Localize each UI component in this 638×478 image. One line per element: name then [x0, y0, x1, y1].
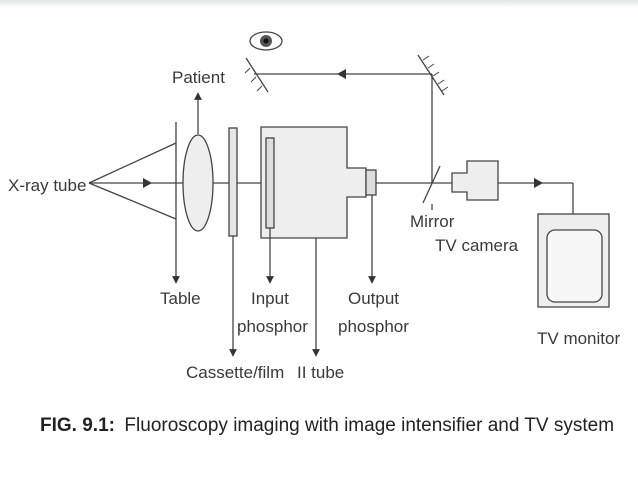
- tv-screen: [546, 229, 603, 303]
- mirror: [422, 165, 441, 204]
- ii-tube: [260, 126, 367, 239]
- camera-arrow: [534, 178, 543, 188]
- upper-mirror: [417, 54, 445, 96]
- input-phosphor: [265, 137, 275, 229]
- upper-left-mirror: [245, 57, 269, 93]
- label-output-phosphor: Output: [348, 289, 399, 308]
- label-x-ray-tube: X-ray tube: [8, 176, 86, 195]
- label-tv-monitor: TV monitor: [537, 329, 620, 348]
- output-phosphor: [365, 169, 377, 196]
- label-output-phosphor: phosphor: [338, 317, 409, 336]
- upper-left-mirror-hatch: [244, 67, 263, 92]
- cassette-film: [228, 127, 238, 237]
- upper-mirror-hatch: [422, 55, 449, 92]
- label-cassette-film: Cassette/film: [186, 363, 284, 382]
- top-band: [0, 0, 638, 8]
- label-mirror: Mirror: [410, 212, 455, 231]
- x-ray-beam-cone: [88, 142, 177, 220]
- eye-path-arrow: [337, 69, 346, 79]
- figure-caption-text: Fluoroscopy imaging with image intensifi…: [124, 415, 614, 436]
- figure-number: FIG. 9.1:: [40, 415, 115, 436]
- tv-camera: [451, 160, 499, 201]
- label-table: Table: [160, 289, 201, 308]
- eye-icon: [249, 31, 283, 51]
- label-input-phosphor: phosphor: [237, 317, 308, 336]
- beam-arrow: [143, 178, 152, 188]
- label-ii-tube: II tube: [297, 363, 344, 382]
- label-input-phosphor: Input: [251, 289, 289, 308]
- figure-caption: FIG. 9.1: Fluoroscopy imaging with image…: [40, 415, 614, 436]
- label-tv-camera: TV camera: [435, 236, 519, 255]
- label-patient: Patient: [172, 68, 225, 87]
- patient-ellipse: [182, 134, 214, 232]
